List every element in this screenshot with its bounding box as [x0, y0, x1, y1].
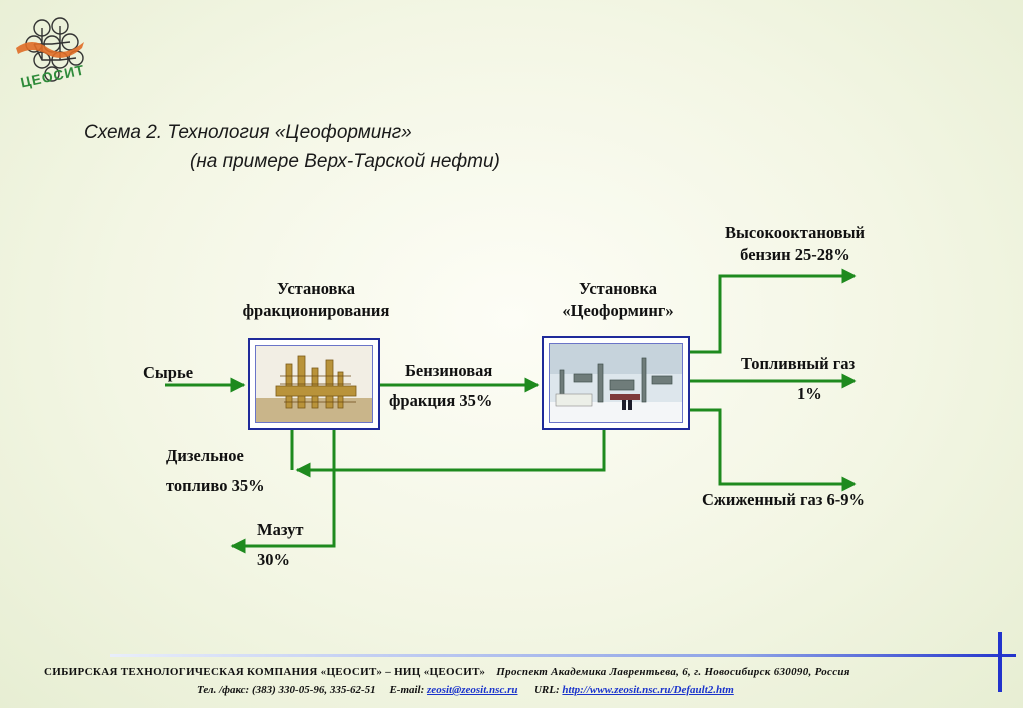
unit2-label-line2: «Цеоформинг» — [562, 301, 674, 320]
zeolite-cage-logo-icon — [16, 17, 84, 82]
mazut-label-line1: Мазут — [257, 520, 304, 539]
gasoline-fraction-label: Бензиновая фракция 35% — [389, 360, 529, 412]
diesel-arrow — [295, 428, 606, 478]
fractionation-plant-image — [255, 345, 373, 423]
footer-address: Проспект Академика Лаврентьева, 6, г. Но… — [496, 666, 850, 678]
zeoforming-unit-box — [542, 336, 690, 430]
fractionation-unit-box — [248, 338, 380, 430]
high-octane-label-line2: бензин 25-28% — [740, 245, 850, 264]
mazut-arrow — [230, 428, 336, 554]
mazut-label: Мазут 30% — [257, 519, 303, 571]
unit2-label-line1: Установка — [579, 279, 657, 298]
footer-accent-bar — [998, 632, 1002, 692]
feed-label: Сырье — [143, 363, 194, 382]
unit1-label-line1: Установка — [277, 279, 355, 298]
gasoline-fraction-line2: фракция 35% — [389, 391, 493, 410]
footer-company: СИБИРСКАЯ ТЕХНОЛОГИЧЕСКАЯ КОМПАНИЯ «ЦЕОС… — [44, 666, 486, 678]
footer-url-label: URL: — [533, 684, 560, 696]
diesel-label: Дизельное топливо 35% — [166, 445, 265, 497]
footer-url-link[interactable]: http://www.zeosit.nsc.ru/Default2.htm — [562, 684, 734, 696]
unit1-label: Установка фракционирования — [222, 278, 410, 322]
high-octane-arrow — [690, 268, 857, 354]
high-octane-label-line1: Высокооктановый — [725, 223, 865, 242]
gasoline-fraction-line1: Бензиновая — [405, 361, 493, 380]
high-octane-label: Высокооктановый бензин 25-28% — [700, 222, 890, 266]
footer-email-label: E-mail: — [389, 684, 425, 696]
liquefied-gas-label: Сжиженный газ 6-9% — [702, 490, 865, 509]
liquefied-gas-arrow — [690, 408, 857, 492]
footer-divider — [110, 654, 1016, 657]
unit2-label: Установка «Цеоформинг» — [530, 278, 706, 322]
diesel-label-line2: топливо 35% — [166, 476, 265, 495]
slide-subtitle: (на примере Верх-Тарской нефти) — [190, 151, 500, 172]
diesel-label-line1: Дизельное — [166, 446, 244, 465]
fuel-gas-label: Топливный газ 1% — [741, 353, 891, 405]
footer-email-link[interactable]: zeosit@zeosit.nsc.ru — [427, 684, 518, 696]
fuel-gas-label-line1: Топливный газ — [741, 354, 856, 373]
slide-title: Схема 2. Технология «Цеоформинг» — [84, 122, 412, 143]
fuel-gas-label-line2: 1% — [797, 384, 822, 403]
footer-contacts-line: Тел. /факс: (383) 330-05-96, 335-62-51 E… — [197, 684, 734, 696]
zeoforming-plant-image — [549, 343, 683, 423]
footer-company-line: СИБИРСКАЯ ТЕХНОЛОГИЧЕСКАЯ КОМПАНИЯ «ЦЕОС… — [44, 666, 850, 678]
footer-phone: Тел. /факс: (383) 330-05-96, 335-62-51 — [197, 684, 376, 696]
mazut-label-line2: 30% — [257, 550, 290, 569]
unit1-label-line2: фракционирования — [242, 301, 390, 320]
